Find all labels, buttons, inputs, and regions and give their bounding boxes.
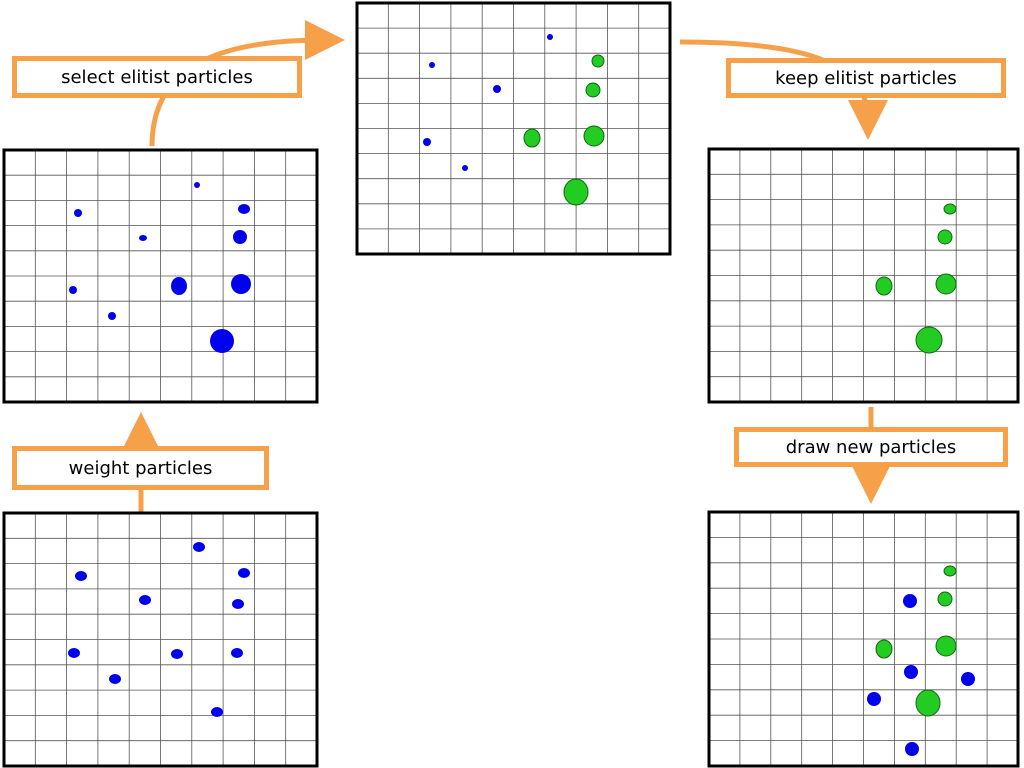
panel-kept <box>707 147 1020 404</box>
particle <box>961 672 975 686</box>
particle <box>233 230 247 244</box>
particle <box>903 594 917 608</box>
elitist-particle <box>591 54 605 68</box>
particle <box>194 182 200 188</box>
draw-new-label: draw new particles <box>734 427 1008 467</box>
particle <box>493 85 501 93</box>
elitist-particle <box>935 273 957 295</box>
particle <box>238 568 250 578</box>
elitist-particle <box>875 276 893 296</box>
elitist-particle <box>585 82 601 98</box>
particle <box>905 742 919 756</box>
particle <box>171 649 183 659</box>
elitist-particle <box>937 591 953 607</box>
particle <box>139 235 147 241</box>
panel-frame <box>707 510 1020 768</box>
panel-resampled <box>707 510 1020 768</box>
particle <box>139 595 151 605</box>
particle <box>68 648 80 658</box>
elitist-particle <box>563 178 589 206</box>
particle <box>193 542 205 552</box>
particle <box>547 34 553 40</box>
elitist-particle <box>937 229 953 245</box>
particle <box>232 599 244 609</box>
particle <box>109 674 121 684</box>
particle <box>108 312 116 320</box>
elitist-particle <box>915 326 943 354</box>
particle <box>867 692 881 706</box>
particle <box>211 707 223 717</box>
panel-frame <box>2 511 319 768</box>
elitist-particle <box>875 639 893 659</box>
particle <box>904 665 918 679</box>
elitist-particle <box>943 203 957 215</box>
particle <box>210 329 234 353</box>
panel-weighted <box>2 511 319 768</box>
keep-elitist-label: keep elitist particles <box>726 58 1006 98</box>
elitist-particle <box>583 125 605 147</box>
particle <box>238 204 250 214</box>
particle <box>231 648 243 658</box>
select-elitist-label: select elitist particles <box>12 56 302 98</box>
particle <box>75 571 87 581</box>
weight-particles-label: weight particles <box>12 446 269 490</box>
panel-weighted-sizes <box>2 148 319 404</box>
elitist-particle <box>915 689 941 717</box>
elitist-particle <box>523 128 541 148</box>
panel-frame <box>2 148 319 404</box>
particle <box>231 274 251 294</box>
elitist-particle <box>943 565 957 577</box>
particle <box>74 209 82 217</box>
panel-frame <box>355 1 672 256</box>
particle <box>69 286 77 294</box>
elitist-particle <box>935 635 957 657</box>
panel-selected <box>355 1 672 256</box>
panel-frame <box>707 147 1020 404</box>
particle <box>171 277 187 295</box>
particle <box>429 62 435 68</box>
particle <box>462 165 468 171</box>
particle <box>423 138 431 146</box>
